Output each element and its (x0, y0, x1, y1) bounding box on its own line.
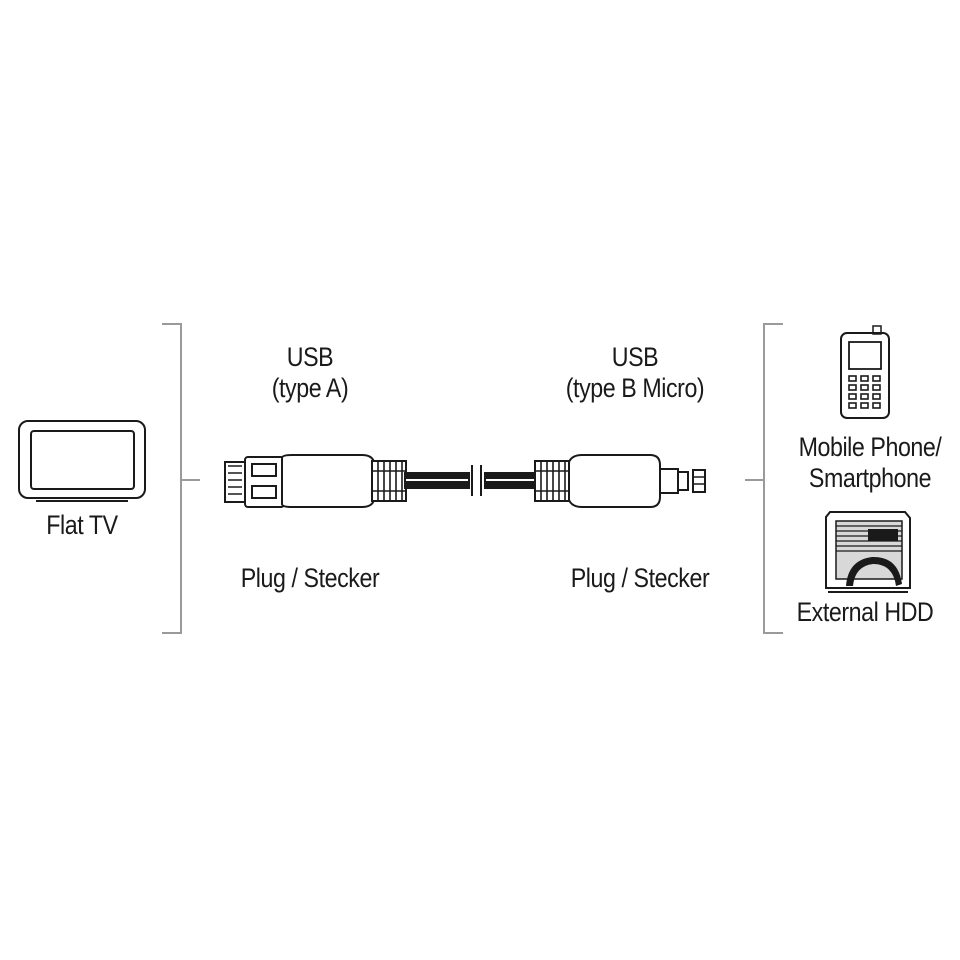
mobile-phone-label-line2: Smartphone (808, 463, 932, 493)
connector-a-title-line1: USB (286, 342, 334, 372)
flat-tv-label: Flat TV (46, 510, 118, 540)
connector-a-title: USB (type A) (258, 342, 361, 404)
mobile-phone-label-line1: Mobile Phone/ (798, 432, 942, 462)
connector-b-title-line2: (type B Micro) (565, 373, 705, 403)
left-bracket (162, 323, 200, 634)
external-hdd-label: External HDD (796, 597, 934, 627)
connector-b-caption: Plug / Stecker (570, 563, 710, 593)
cable (404, 465, 538, 496)
external-hdd-icon (825, 511, 911, 593)
connector-b-title: USB (type B Micro) (553, 342, 716, 404)
flat-tv-icon (18, 420, 146, 502)
mobile-phone-label: Mobile Phone/ Smartphone (793, 432, 948, 494)
connector-b-title-line1: USB (611, 342, 659, 372)
usb-micro-b-plug-icon (534, 454, 706, 508)
connector-a-title-line2: (type A) (271, 373, 349, 403)
mobile-phone-icon (840, 325, 890, 419)
usb-a-plug-icon (224, 454, 407, 508)
connector-a-caption: Plug / Stecker (240, 563, 380, 593)
right-bracket (745, 323, 783, 634)
